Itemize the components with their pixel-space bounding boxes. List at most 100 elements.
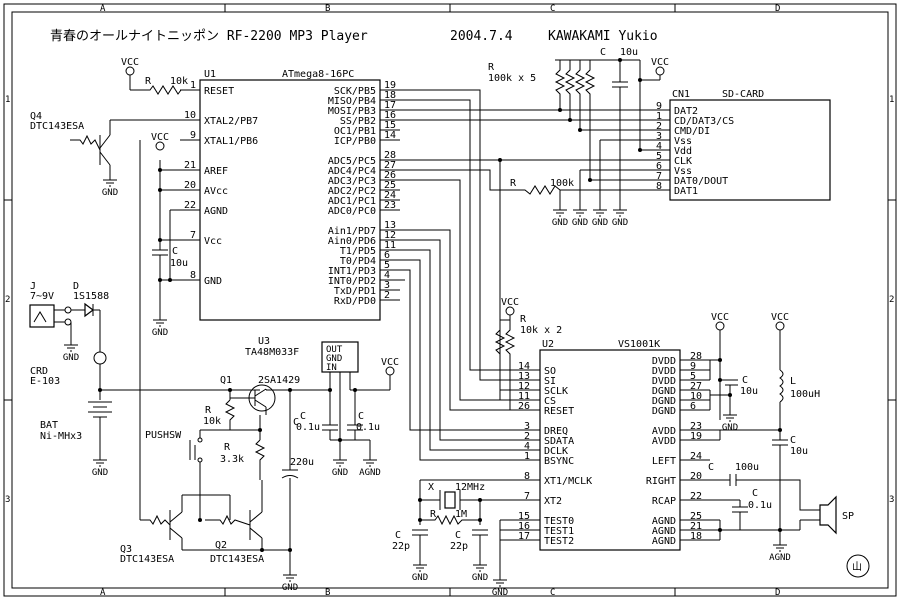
u1-pin-name: AGND — [204, 206, 228, 217]
u1-pin-number: 25 — [384, 180, 396, 191]
u2-pin-number: 8 — [524, 471, 530, 482]
cn1-pin-name: DAT0/DOUT — [674, 176, 728, 187]
schematic-author: KAWAKAMI Yukio — [548, 29, 658, 44]
r-pullups-ref: R — [488, 62, 495, 73]
u2-pin-name: AVDD — [652, 436, 676, 447]
u2-pin-number: 17 — [518, 531, 530, 542]
u1-pin-number: 10 — [184, 110, 196, 121]
r-dout-value: 100k — [550, 178, 574, 189]
u1-pin-number: 15 — [384, 120, 396, 131]
c-sd-ref: C — [600, 47, 606, 58]
q3-part: DTC143ESA — [120, 554, 174, 565]
u2-pin-number: 14 — [518, 361, 530, 372]
cn1-pin-number: 2 — [656, 121, 662, 132]
xtal-ref: X — [428, 482, 434, 493]
u2-pin-name: XT1/MCLK — [544, 476, 592, 487]
u2-pin-name: DGND — [652, 396, 676, 407]
vcc-label: VCC — [151, 132, 169, 143]
q4-transistor — [70, 120, 111, 180]
spi-bus — [400, 89, 650, 401]
u2-pin-number: 20 — [690, 471, 702, 482]
cn1-pin-number: 3 — [656, 131, 662, 142]
cn1-pin-name: CLK — [674, 156, 692, 167]
u2-pin-number: 23 — [690, 421, 702, 432]
c-220-value: 220u — [290, 457, 314, 468]
u2-pin-name: RIGHT — [646, 476, 676, 487]
u1-pin-number: 26 — [384, 170, 396, 181]
u2-pin-number: 24 — [690, 451, 702, 462]
c-220-ref: C — [293, 417, 299, 428]
cn1-pin-number: 7 — [656, 171, 662, 182]
gnd-label: GND — [472, 573, 488, 583]
u1-pin-name: AVcc — [204, 186, 228, 197]
bat-ref: BAT — [40, 420, 58, 431]
u1-pin-number: 24 — [384, 190, 396, 201]
u2-pin-number: 19 — [690, 431, 702, 442]
crd-part: E-103 — [30, 376, 60, 387]
gnd-label: GND — [722, 423, 738, 433]
vcc-symbol: VCC — [381, 357, 399, 376]
l-value: 100uH — [790, 389, 820, 400]
u2-pin-number: 7 — [524, 491, 530, 502]
u3-pin-in: IN — [326, 363, 337, 373]
u2-pin-name: RCAP — [652, 496, 676, 507]
u2-pin-number: 28 — [690, 351, 702, 362]
cn1-pin-number: 9 — [656, 101, 662, 112]
u1-pin-number: 18 — [384, 90, 396, 101]
cn1-pin-number: 6 — [656, 161, 662, 172]
r-q1-ref: R — [205, 405, 212, 416]
q4-part: DTC143ESA — [30, 121, 84, 132]
u1-pin-number: 5 — [384, 260, 390, 271]
u2-pin-name: AGND — [652, 516, 676, 527]
u2-pin-number: 11 — [518, 391, 530, 402]
gnd-label: GND — [332, 468, 348, 478]
author-seal: 山 — [846, 554, 870, 578]
u1-u2-data-bus — [400, 229, 510, 461]
u1-pin-number: 13 — [384, 220, 396, 231]
u1-pin-name: SCK/PB5 — [334, 86, 376, 97]
u1-pin-number: 22 — [184, 200, 196, 211]
u2-pin-name: XT2 — [544, 496, 562, 507]
u1-pin-name: XTAL2/PB7 — [204, 116, 258, 127]
gnd-symbol: GND — [552, 209, 568, 228]
u1-pin-number: 7 — [190, 230, 196, 241]
c-dvdd-ref: C — [742, 375, 748, 386]
u1-pin-number: 14 — [384, 130, 396, 141]
u3-ref: U3 — [258, 336, 270, 347]
u1-pin-number: 8 — [190, 270, 196, 281]
agnd-label: AGND — [769, 553, 791, 563]
crd-ref: CRD — [30, 366, 48, 377]
u2-pullups — [494, 315, 516, 410]
row-label-3-right: 3 — [889, 495, 894, 505]
u2-pin-name: TEST0 — [544, 516, 574, 527]
r-u2-ref: R — [520, 314, 527, 325]
u2-pin-name: DCLK — [544, 446, 568, 457]
u1-pin-number: 20 — [184, 180, 196, 191]
c-avdd-value: 10u — [790, 446, 808, 457]
u2-pin-name: LEFT — [652, 456, 676, 467]
cn1-pin-name: CMD/DI — [674, 126, 710, 137]
gnd-label: GND — [552, 218, 568, 228]
c-dvdd-value: 10u — [740, 386, 758, 397]
u1-pin-name: Vcc — [204, 236, 222, 247]
u1-ref: U1 — [204, 69, 216, 80]
gnd-symbol: GND — [63, 344, 79, 363]
u2-pin-number: 6 — [690, 401, 696, 412]
u3-body — [321, 341, 359, 373]
u2-part: VS1001K — [618, 339, 660, 350]
u3-regulator: OUT GND IN U3 TA48M033F — [245, 336, 359, 373]
r-xtal-value: 1M — [455, 509, 467, 520]
bat-part: Ni-MHx3 — [40, 431, 82, 442]
author-seal-text: 山 — [852, 561, 862, 573]
vcc-label: VCC — [501, 297, 519, 308]
u3-part: TA48M033F — [245, 347, 299, 358]
cn1-body — [669, 99, 831, 201]
u2-pin-name: DREQ — [544, 426, 568, 437]
u2-pin-name: TEST1 — [544, 526, 574, 537]
vcc-label: VCC — [771, 312, 789, 323]
u1-left-pins: 1RESET10XTAL2/PB79XTAL1/PB621AREF20AVcc2… — [180, 80, 258, 287]
c-avcc-value: 10u — [170, 258, 188, 269]
